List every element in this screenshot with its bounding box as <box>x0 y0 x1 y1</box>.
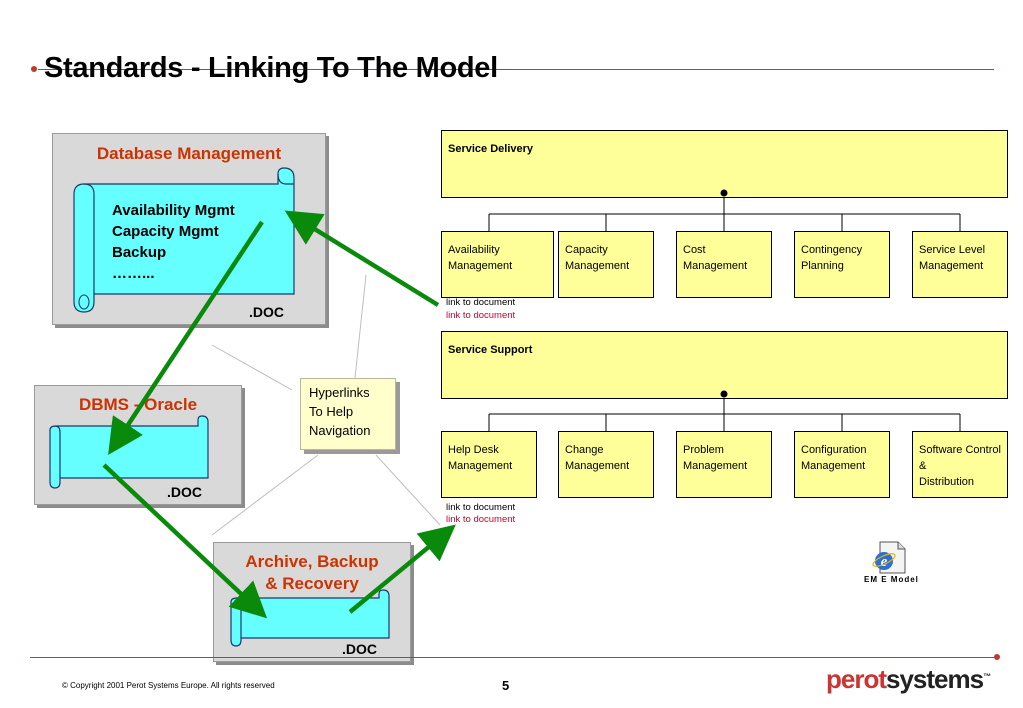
archive-title: Archive, Backup & Recovery <box>214 551 410 595</box>
note-line: Navigation <box>309 423 371 438</box>
service-support-title: Service Support <box>448 344 533 356</box>
box-label: Cost Management <box>683 244 748 272</box>
dbms-oracle-title: DBMS - Oracle <box>78 395 198 414</box>
scroll-document-icon <box>49 415 209 489</box>
thin-line-2 <box>354 274 367 379</box>
box-label: Help Desk <box>448 444 499 456</box>
logo-tm: ™ <box>983 672 991 681</box>
box-label: Availability <box>448 244 500 256</box>
archive-title-line1: Archive, Backup <box>245 552 379 571</box>
copyright-text: © Copyright 2001 Perot Systems Europe. A… <box>62 681 275 690</box>
eme-model-label[interactable]: EM E Model <box>864 575 919 584</box>
box-label: Management <box>565 460 630 472</box>
box-label: Management <box>565 260 630 272</box>
box-label: Configuration <box>801 444 867 456</box>
service-delivery-box[interactable]: Service Delivery <box>441 130 1008 198</box>
footer-divider <box>30 657 994 658</box>
logo-part1: perot <box>826 664 887 694</box>
hyperlinks-note: Hyperlinks To Help Navigation <box>300 378 396 450</box>
database-management-title: Database Management <box>96 144 282 163</box>
list-item: Availability Mgmt <box>112 202 235 219</box>
problem-management-box[interactable]: Problem Management <box>676 431 772 498</box>
note-line: To Help <box>309 404 354 419</box>
capacity-management-box[interactable]: Capacity Management <box>558 231 654 298</box>
logo-part2: systems <box>886 664 984 694</box>
cost-management-box[interactable]: Cost Management <box>676 231 772 298</box>
change-management-box[interactable]: Change Management <box>558 431 654 498</box>
svg-text:e: e <box>881 554 888 570</box>
footer-bullet <box>994 654 1000 660</box>
box-label: Problem <box>683 444 724 456</box>
box-label: Management <box>801 460 866 472</box>
link-to-document[interactable]: link to document <box>446 297 516 308</box>
thin-line-1 <box>211 344 293 391</box>
link-to-document-red[interactable]: link to document <box>446 310 516 321</box>
service-delivery-title: Service Delivery <box>448 143 534 155</box>
help-desk-management-box[interactable]: Help Desk Management <box>441 431 537 498</box>
box-label: Management <box>448 460 513 472</box>
list-item: Capacity Mgmt <box>112 223 219 240</box>
scroll-document-icon <box>230 589 390 647</box>
title-bullet <box>31 66 37 72</box>
page-title: Standards - Linking To The Model <box>44 52 498 84</box>
note-line: Hyperlinks <box>309 385 370 400</box>
configuration-management-box[interactable]: Configuration Management <box>794 431 890 498</box>
page-number: 5 <box>502 678 510 693</box>
link-to-document-red[interactable]: link to document <box>446 514 516 525</box>
box-label: Planning <box>801 260 844 272</box>
box-label: Capacity <box>565 244 608 256</box>
box-label: Management <box>448 260 513 272</box>
service-level-management-box[interactable]: Service Level Management <box>912 231 1008 298</box>
box-label: Change <box>565 444 604 456</box>
box-label: Management <box>683 460 748 472</box>
title-underline <box>38 69 994 70</box>
contingency-planning-box[interactable]: Contingency Planning <box>794 231 890 298</box>
list-item: ……... <box>112 265 155 282</box>
box-label: Distribution <box>919 476 975 488</box>
database-management-list: Availability Mgmt Capacity Mgmt Backup …… <box>112 200 235 284</box>
list-item: Backup <box>112 244 167 261</box>
link-to-document[interactable]: link to document <box>446 502 516 513</box>
box-label: Software Control & <box>919 444 1001 472</box>
availability-management-box[interactable]: Availability Management <box>441 231 554 298</box>
software-control-distribution-box[interactable]: Software Control & Distribution <box>912 431 1008 498</box>
thin-line-3 <box>375 454 441 526</box>
archive-title-line2: & Recovery <box>265 574 359 593</box>
box-label: Management <box>919 260 984 272</box>
internet-explorer-document-icon[interactable]: e <box>872 541 908 575</box>
box-label: Service Level <box>919 244 986 256</box>
box-label: Contingency <box>801 244 863 256</box>
doc-label: .DOC <box>342 641 377 657</box>
service-support-box[interactable]: Service Support <box>441 331 1008 399</box>
company-logo: perotsystems™ <box>826 664 991 695</box>
